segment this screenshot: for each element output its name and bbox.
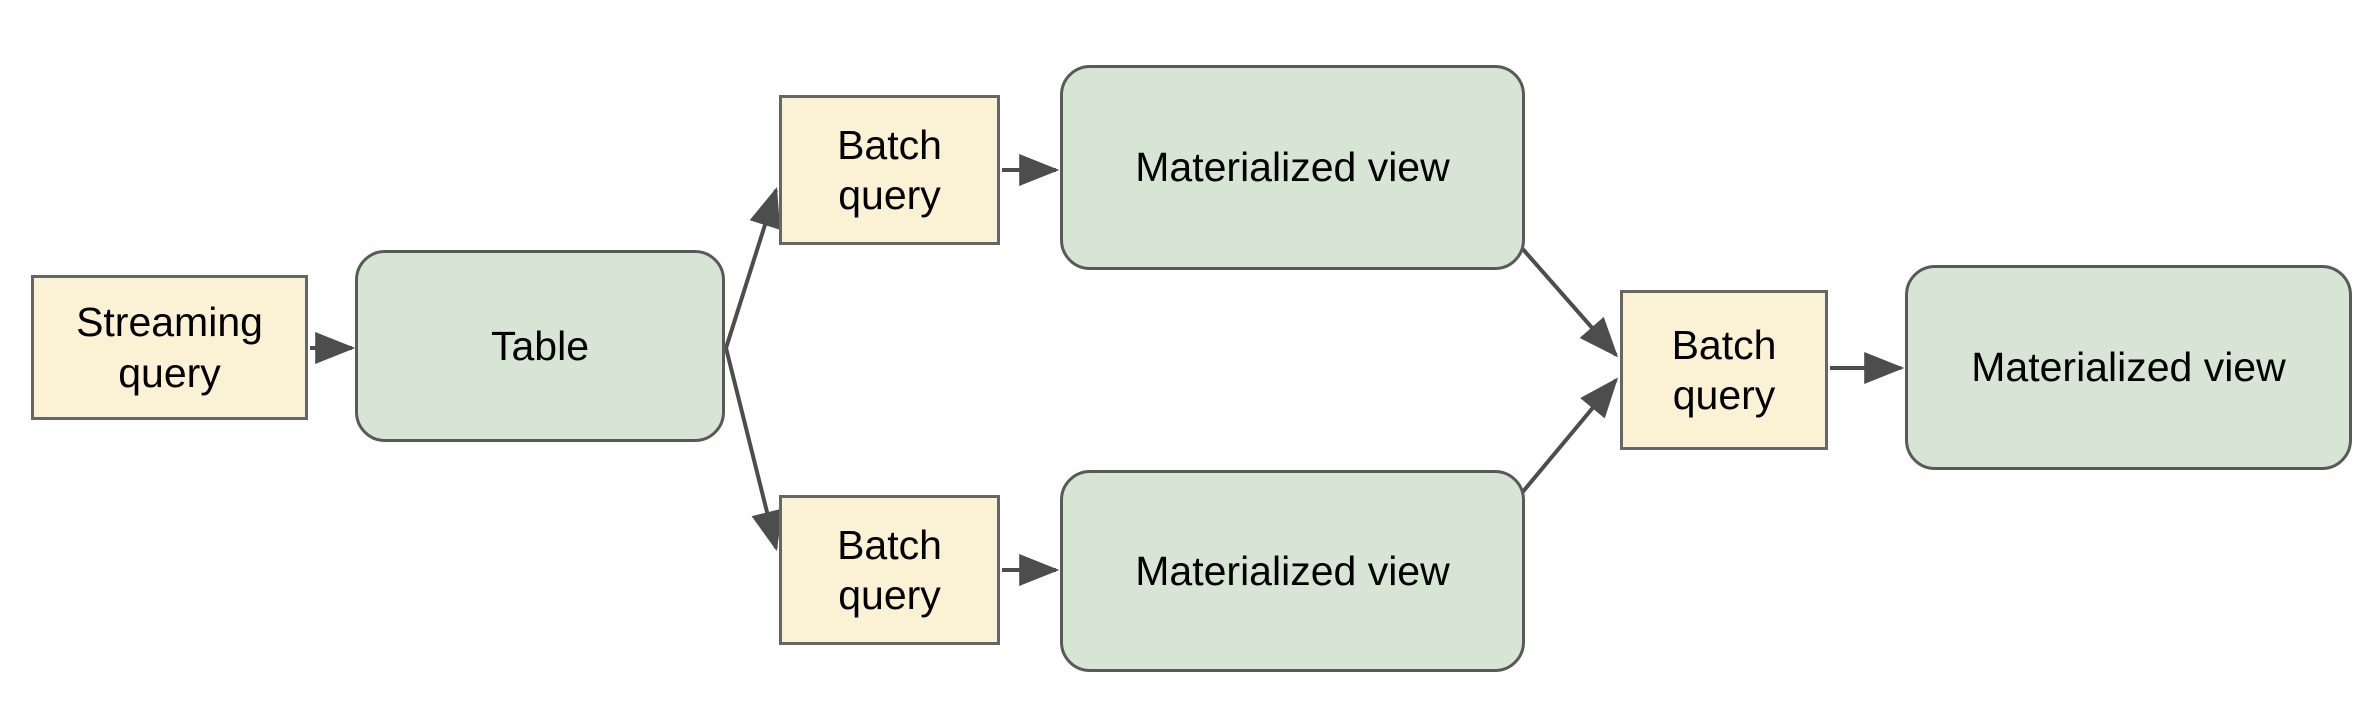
edge-table-to-batch-query-bottom [724,347,783,552]
node-batch-query-merge-label: Batch query [1671,321,1777,418]
edge-mv-top-to-batch-query-merge [1504,228,1619,358]
node-materialized-view-right[interactable]: Materialized view [1905,265,2352,470]
node-materialized-view-top-label: Materialized view [1135,144,1450,191]
node-table-label: Table [490,322,589,369]
node-batch-query-bottom[interactable]: Batch query [779,495,1000,645]
node-materialized-view-right-label: Materialized view [1971,344,2286,391]
node-materialized-view-bottom[interactable]: Materialized view [1060,470,1525,672]
node-materialized-view-top[interactable]: Materialized view [1060,65,1525,270]
node-batch-query-merge[interactable]: Batch query [1620,290,1828,450]
node-streaming-query[interactable]: Streaming query [31,275,308,420]
node-batch-query-top[interactable]: Batch query [779,95,1000,245]
edge-mv-bottom-to-batch-query-merge [1504,377,1619,514]
node-table[interactable]: Table [355,250,725,442]
node-batch-query-bottom-label: Batch query [837,521,942,618]
node-streaming-query-label: Streaming query [76,299,263,396]
edge-table-to-batch-query-top [724,186,781,349]
node-batch-query-top-label: Batch query [837,121,942,218]
node-materialized-view-bottom-label: Materialized view [1135,547,1450,594]
